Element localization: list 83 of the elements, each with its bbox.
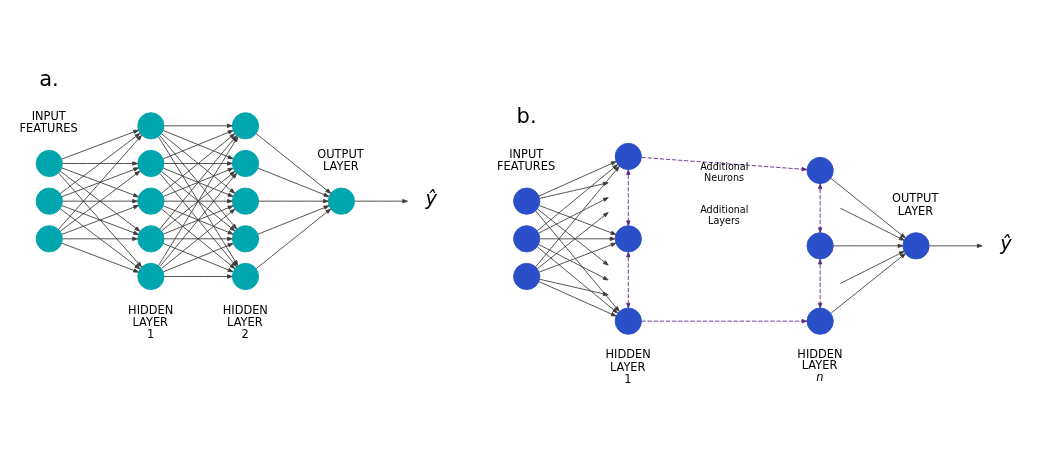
arrow [538, 205, 617, 235]
arrow [59, 208, 141, 270]
node-circle [806, 232, 834, 260]
arrow [539, 278, 609, 296]
node-circle [806, 307, 834, 335]
node-text: ŷ [425, 187, 437, 211]
node-circle [513, 262, 541, 291]
label: Additional Neurons [700, 161, 749, 183]
arrow [163, 161, 233, 166]
arrow [832, 243, 904, 248]
arrow [538, 244, 609, 281]
arrow [61, 167, 139, 198]
arrow [538, 161, 617, 197]
arrow [62, 199, 138, 204]
arrow [537, 246, 618, 314]
node-text: ŷ [1000, 231, 1012, 255]
arrow [626, 169, 631, 227]
arrow [163, 274, 233, 279]
node-circle [137, 149, 165, 178]
arrow [535, 166, 620, 268]
arrow [62, 236, 138, 241]
label: HIDDEN LAYER 2 [222, 302, 268, 342]
arrow [61, 242, 139, 273]
arrow [354, 199, 408, 204]
arrow [537, 164, 618, 232]
label: INPUT FEATURES [496, 146, 556, 173]
label: a. [39, 65, 59, 91]
label: OUTPUT LAYER [891, 191, 939, 218]
arrow [258, 199, 329, 204]
arrow [641, 157, 808, 172]
node-circle [513, 187, 541, 215]
arrow [830, 177, 906, 241]
arrow [163, 130, 234, 160]
arrow [255, 133, 332, 194]
arrow [929, 243, 983, 248]
arrow [818, 258, 823, 309]
label: Additional Layers [700, 204, 749, 226]
label: HIDDEN LAYER 1 [605, 347, 651, 386]
arrow [818, 183, 823, 234]
arrow [830, 250, 906, 314]
arrow [538, 242, 617, 273]
arrow [61, 205, 139, 235]
label: HIDDEN LAYER 1 [128, 302, 174, 342]
arrow [58, 135, 142, 230]
node-circle [35, 187, 63, 215]
arrow [257, 167, 330, 197]
arrow [159, 135, 237, 230]
node-circle [614, 225, 642, 253]
arrow [539, 181, 609, 199]
label: HIDDEN LAYER n [797, 346, 843, 384]
arrow [59, 170, 141, 232]
arrow [839, 207, 906, 241]
node-circle [513, 225, 541, 253]
arrow [163, 205, 234, 235]
arrow [255, 208, 332, 270]
arrow [58, 172, 142, 268]
arrow [538, 197, 609, 234]
node-circle [806, 156, 834, 185]
arrow [62, 161, 138, 166]
arrow [538, 281, 617, 317]
arrow [161, 208, 236, 269]
arrow [839, 250, 906, 284]
arrow [641, 319, 808, 324]
arrow [539, 236, 616, 241]
arrow [163, 123, 233, 128]
arrow [163, 236, 233, 241]
arrow [163, 199, 233, 204]
label: OUTPUT LAYER [317, 146, 364, 173]
node-circle [137, 225, 165, 253]
arrow [61, 129, 139, 160]
node-circle [35, 225, 63, 253]
arrow [161, 133, 236, 194]
arrow [163, 167, 234, 197]
arrow [161, 171, 236, 232]
arrow [535, 210, 620, 312]
arrow [163, 243, 234, 273]
arrow [626, 251, 631, 309]
arrow [257, 205, 330, 235]
arrow [59, 133, 141, 195]
label: INPUT FEATURES [19, 109, 78, 136]
node-circle [137, 187, 165, 215]
label: b. [516, 103, 537, 129]
node-circle [35, 149, 63, 178]
